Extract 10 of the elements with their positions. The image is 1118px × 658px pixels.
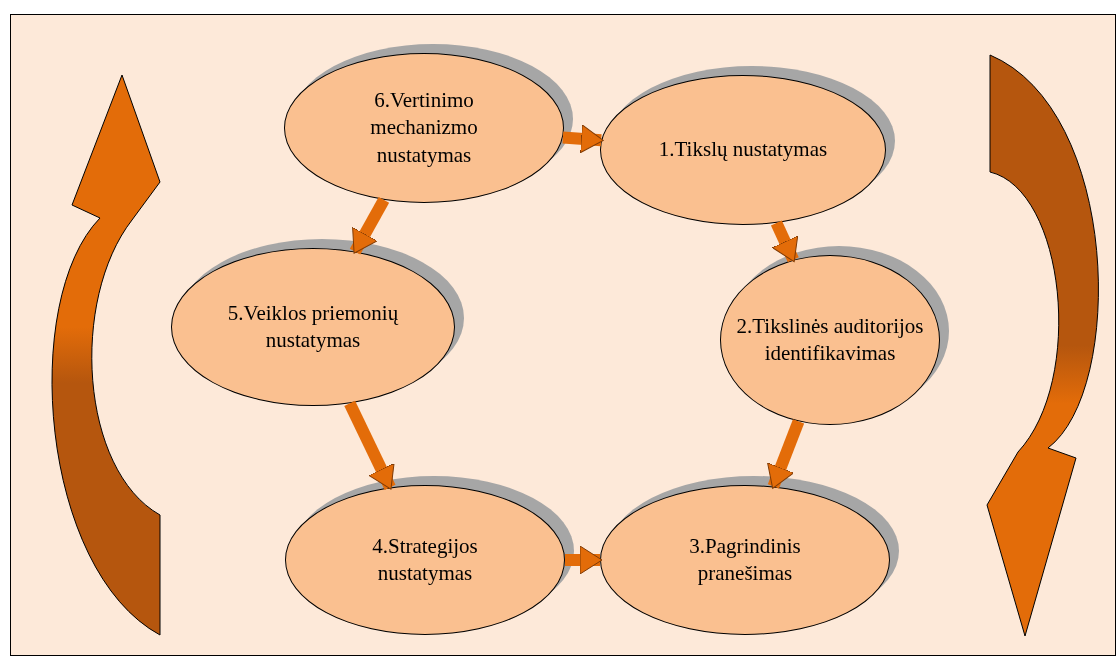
node-label: 6.Vertinimo mechanizmo nustatymas: [369, 87, 479, 169]
node-label: 1.Tikslų nustatymas: [657, 136, 829, 164]
node-label: 3.Pagrindinis pranešimas: [688, 532, 802, 587]
node-label: 5.Veiklos priemonių nustatymas: [226, 299, 400, 354]
block-arrow: [565, 545, 603, 575]
block-arrow: [344, 400, 396, 490]
block-arrow: [770, 220, 799, 263]
block-arrow: [562, 124, 604, 154]
node-label: 4.Strategijos nustatymas: [371, 532, 479, 587]
node-label: 2.Tikslinės auditorijos identifikavimas: [735, 312, 925, 367]
